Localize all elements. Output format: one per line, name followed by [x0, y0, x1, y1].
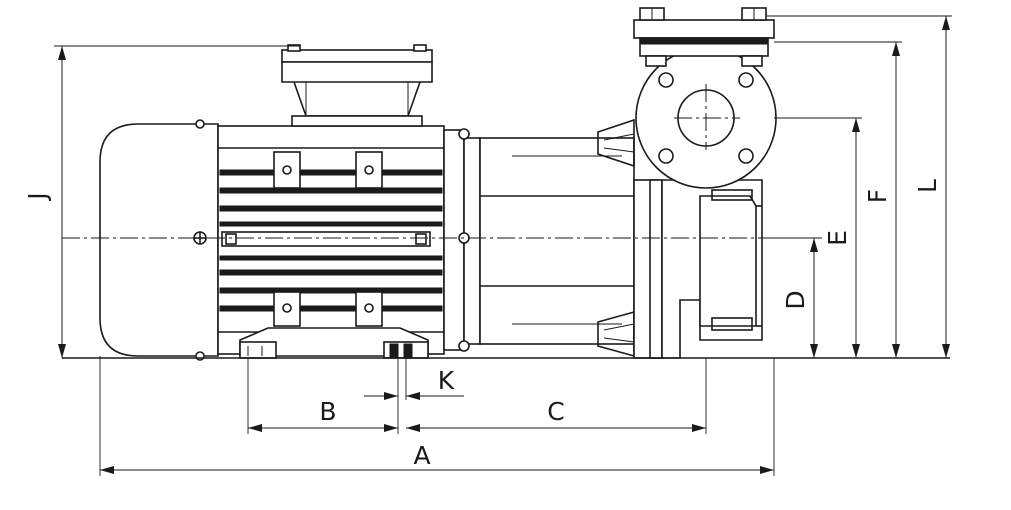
dim-label-a: A	[413, 441, 430, 470]
lugs-bottom	[273, 291, 383, 327]
cooling-fins	[219, 169, 443, 312]
dimension-a: A	[100, 441, 774, 474]
lantern-bracket	[479, 118, 635, 358]
discharge-flange	[635, 47, 777, 189]
dim-label-c: C	[547, 397, 564, 426]
dim-label-j: J	[23, 192, 52, 201]
dimension-f: F	[774, 41, 902, 358]
lugs-top	[273, 151, 383, 189]
dimension-c: C	[406, 397, 706, 432]
dim-label-d: D	[781, 290, 810, 309]
dimension-e: E	[774, 117, 862, 358]
dimension-j: J	[23, 45, 300, 358]
dim-label-b: B	[319, 397, 336, 426]
motor	[99, 119, 445, 361]
suction-flange	[633, 7, 775, 67]
dim-label-e: E	[823, 230, 852, 246]
dimension-b: B	[248, 397, 398, 432]
dim-label-f: F	[863, 189, 892, 203]
pump-casing	[633, 179, 763, 359]
fan-cover	[99, 123, 219, 357]
dimension-d: D	[762, 237, 822, 358]
dim-label-k: K	[438, 366, 455, 395]
dimension-l: L	[766, 15, 952, 358]
dimension-k: K	[364, 366, 464, 400]
motor-flange	[443, 128, 481, 352]
terminal-box	[281, 44, 433, 127]
motor-foot	[239, 327, 429, 359]
dim-label-l: L	[913, 179, 942, 193]
